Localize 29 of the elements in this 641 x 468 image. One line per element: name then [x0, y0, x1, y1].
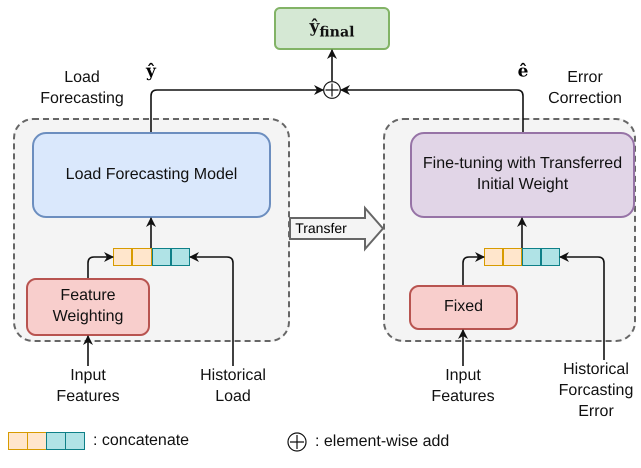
arrow: [146, 217, 156, 248]
legend-text: : concatenate: [93, 432, 190, 450]
output-box: ŷ$_{final}$: [274, 7, 390, 50]
arrow: [87, 252, 114, 278]
arrow: [83, 335, 93, 366]
arrow: [340, 85, 524, 132]
concatenation-bar: [113, 248, 190, 266]
arrow: [458, 329, 468, 366]
input-label: Input Features: [55, 366, 121, 407]
arrow: [189, 252, 234, 366]
group-heading: Error Correction: [547, 68, 623, 109]
arrow: [327, 49, 337, 81]
input-label: Historical Forcasting Error: [558, 360, 634, 422]
input-label: Historical Load: [199, 366, 267, 407]
process-box: Fixed: [409, 285, 518, 330]
arrow: [559, 252, 605, 360]
arrow: [517, 217, 527, 248]
edge-label: ŷ: [144, 64, 158, 80]
model-box: Fine-tuning with Transferred Initial Weight: [410, 132, 635, 218]
process-box: Feature Weighting: [26, 278, 150, 336]
concatenation-bar: [484, 248, 560, 266]
arrow: [462, 252, 485, 285]
legend-text: : element-wise add: [315, 433, 450, 451]
edge-label: Transfer: [293, 221, 349, 235]
input-label: Input Features: [430, 366, 496, 407]
arrow: [150, 85, 324, 132]
add-circle-icon: [323, 81, 341, 99]
group-heading: Load Forecasting: [39, 68, 125, 109]
model-box: Load Forecasting Model: [32, 132, 271, 218]
